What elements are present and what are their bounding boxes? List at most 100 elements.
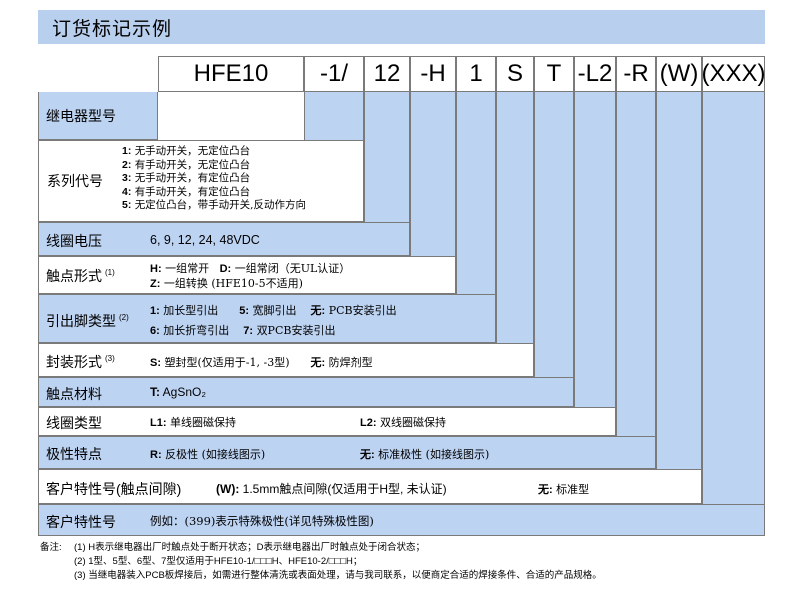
note-1: (1) H表示继电器出厂时触点处于断开状态；D表示继电器出厂时触点处于闭合状态； [74, 542, 425, 553]
coil-type-l1-value: 单线圈磁保持 [170, 416, 236, 429]
customer-gap-w: (W): 1.5mm触点间隙(仅适用于H型, 未认证) [216, 480, 447, 497]
pin-type-none-key: 无: [310, 305, 326, 317]
label-coil-type: 线圈类型 [46, 413, 102, 433]
customer-gap-w-key: (W): [216, 482, 240, 496]
series-item: 4: 有手动开关，有定位凸台 [122, 186, 306, 200]
contact-material-key: T: [150, 385, 160, 399]
pin-type-7-value: 双PCB安装引出 [256, 324, 336, 337]
code-hfe10: HFE10 [158, 56, 304, 92]
coil-type-l2-key: L2: [360, 417, 377, 429]
label-contact-material-text: 触点材料 [46, 386, 102, 402]
customer-value: 例如：(399)表示特殊极性(详见特殊极性图) [150, 514, 374, 528]
label-series-text: 系列代号 [47, 173, 103, 189]
series-key: 1: [122, 145, 132, 157]
row-customer-gap [38, 469, 702, 504]
series-key: 4: [122, 185, 132, 198]
coil-type-l2-value: 双线圈磁保持 [380, 416, 446, 429]
label-coil-type-text: 线圈类型 [46, 415, 102, 431]
column-polarity [616, 92, 656, 469]
code-material: T [534, 56, 574, 92]
contact-form-line2: Z: 一组转换 (HFE10-5不适用) [150, 275, 303, 291]
series-item: 3: 无手动开关，有定位凸台 [122, 172, 306, 186]
label-contact-material: 触点材料 [46, 384, 102, 404]
row-contact-material [38, 377, 574, 407]
code-voltage: 12 [364, 56, 410, 92]
coil-type-l2: L2: 双线圈磁保持 [360, 414, 446, 430]
pin-type-1-value: 加长型引出 [163, 304, 219, 317]
label-customer-gap: 客户特性号(触点间隙) [46, 479, 181, 499]
row-package [38, 343, 534, 377]
code-series: -1/ [304, 56, 364, 92]
footnote-mark: (2) [119, 313, 129, 323]
contact-material-value: T: AgSnO₂ [150, 385, 206, 399]
contact-form-h-key: H: [150, 263, 162, 275]
customer-gap-none-value: 标准型 [556, 483, 590, 496]
note-line: 备注:(1) H表示继电器出厂时触点处于断开状态；D表示继电器出厂时触点处于闭合… [40, 541, 602, 555]
row-pin-type [38, 294, 496, 343]
label-pin-type-text: 引出脚类型 [46, 313, 116, 329]
pin-type-1-key: 1: [150, 305, 160, 317]
series-value: 无手动开关，无定位凸台 [134, 145, 251, 157]
column-customer [702, 92, 765, 536]
customer-gap-none: 无: 标准型 [538, 481, 589, 497]
note-line: (2) 1型、5型、6型、7型仅适用于HFE10-1/□□□H、HFE10-2/… [40, 555, 602, 569]
column-customer-gap [656, 92, 702, 504]
pin-type-none-value: PCB安装引出 [328, 304, 397, 317]
package-none-value: 防焊剂型 [328, 356, 373, 369]
polarity-r-key: R: [150, 449, 162, 461]
customer-gap-w-value: 1.5mm触点间隙(仅适用于H型, 未认证) [242, 482, 447, 496]
polarity-none-key: 无: [360, 449, 375, 461]
title-bar: 订货标记示例 [38, 10, 765, 44]
column-package [496, 92, 534, 377]
note-2: (2) 1型、5型、6型、7型仅适用于HFE10-1/□□□H、HFE10-2/… [74, 556, 363, 567]
contact-form-h-value: 一组常开 [165, 262, 210, 275]
label-pin-type: 引出脚类型(2) [46, 311, 129, 331]
label-customer: 客户特性号 [46, 512, 116, 532]
row-polarity [38, 436, 656, 469]
series-key: 3: [122, 172, 132, 184]
label-relay-type-text: 继电器型号 [46, 108, 116, 124]
pin-type-5-key: 5: [239, 305, 250, 317]
column-coil-type [574, 92, 616, 436]
row-contact-form [38, 256, 456, 294]
pin-type-5-value: 宽脚引出 [252, 304, 297, 317]
note-3: (3) 当继电器装入PCB板焊接后，如需进行整体清洗或表面处理，请与我司联系，以… [74, 570, 602, 581]
package-s-key: S: [150, 357, 161, 369]
package-none-key: 无: [310, 357, 326, 369]
code-customer-gap: (W) [656, 56, 702, 92]
series-value: 有手动开关，无定位凸台 [134, 158, 251, 171]
label-polarity: 极性特点 [46, 444, 102, 464]
label-series: 系列代号 [38, 140, 118, 222]
contact-form-z-key: Z: [150, 278, 161, 290]
series-value: 无手动开关，有定位凸台 [134, 172, 251, 184]
series-item: 2: 有手动开关，无定位凸台 [122, 159, 306, 173]
column-hfe10 [38, 92, 158, 140]
polarity-r: R: 反极性 (如接线图示) [150, 446, 265, 462]
label-coil-voltage-text: 线圈电压 [46, 233, 102, 249]
contact-form-line1: H: 一组常开 D: 一组常闭（无UL认证） [150, 260, 350, 276]
label-customer-text: 客户特性号 [46, 514, 116, 530]
code-contact-form: -H [410, 56, 456, 92]
contact-material-text: AgSnO₂ [162, 385, 207, 399]
coil-type-l1: L1: 单线圈磁保持 [150, 414, 236, 430]
package-values: S: 塑封型(仅适用于-1, -3型) 无: 防焊剂型 [150, 354, 373, 370]
series-value: 无定位凸台，带手动开关,反动作方向 [134, 199, 307, 211]
package-s-value: 塑封型(仅适用于-1, -3型) [164, 356, 290, 369]
footnote-mark: (1) [105, 268, 115, 278]
note-line: (3) 当继电器装入PCB板焊接后，如需进行整体清洗或表面处理，请与我司联系，以… [40, 569, 602, 583]
series-item: 5: 无定位凸台，带手动开关,反动作方向 [122, 199, 306, 213]
row-coil-voltage [38, 222, 410, 256]
label-package: 封装形式(3) [46, 352, 115, 372]
pin-type-line2: 6: 加长折弯引出 7: 双PCB安装引出 [150, 322, 335, 338]
polarity-none-value: 标准极性 (如接线图示) [378, 448, 490, 461]
label-customer-gap-text: 客户特性号(触点间隙) [46, 481, 182, 497]
pin-type-6-key: 6: [150, 325, 160, 337]
polarity-none: 无: 标准极性 (如接线图示) [360, 446, 489, 462]
pin-type-6-value: 加长折弯引出 [163, 324, 230, 337]
row-coil-type [38, 407, 616, 436]
label-relay-type: 继电器型号 [38, 92, 158, 140]
series-item: 1: 无手动开关，无定位凸台 [122, 145, 306, 159]
label-coil-voltage: 线圈电压 [46, 231, 102, 251]
code-package: S [496, 56, 534, 92]
column-material [534, 92, 574, 407]
